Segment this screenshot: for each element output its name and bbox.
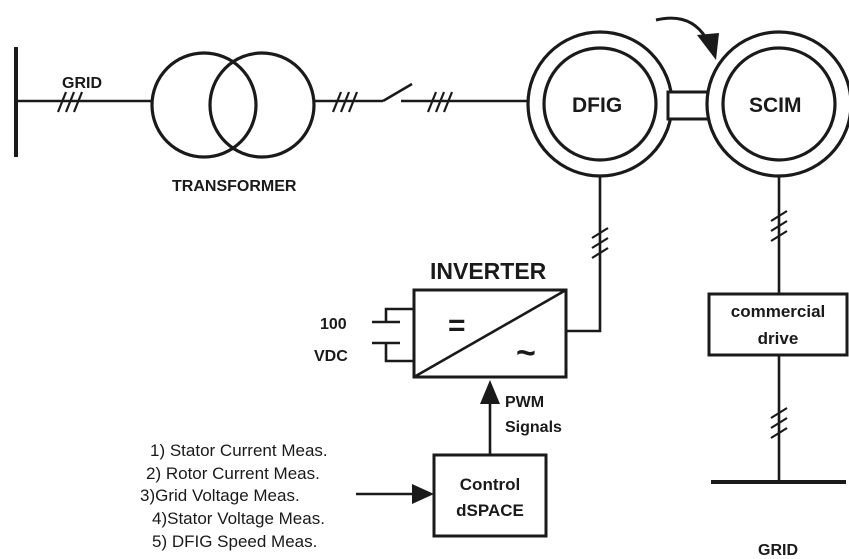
- grid-right-label: GRID: [758, 542, 798, 559]
- three-phase-hatch-scim: [770, 210, 788, 242]
- grid-left-label: GRID: [62, 75, 102, 92]
- rotor-to-inverter-line: [566, 176, 602, 333]
- measurement-item-3: 3)Grid Voltage Meas.: [140, 486, 300, 505]
- drive-label-line1: commercial: [731, 302, 826, 321]
- three-phase-hatch-stator: [426, 91, 454, 113]
- three-phase-hatch-rotor: [591, 227, 609, 259]
- control-dspace-box: [432, 453, 548, 538]
- breaker-switch: [382, 82, 413, 103]
- measurement-item-5: 5) DFIG Speed Meas.: [152, 532, 317, 551]
- inverter-dc-symbol: =: [448, 309, 466, 342]
- dfig-label: DFIG: [572, 94, 622, 117]
- control-label-line2: dSPACE: [456, 501, 524, 520]
- dfig-machine: [526, 30, 674, 178]
- transformer-label: TRANSFORMER: [172, 178, 297, 195]
- inverter-diagonal: [413, 288, 567, 379]
- measurement-item-1: 1) Stator Current Meas.: [150, 441, 328, 460]
- dc-link-capacitor: [372, 307, 414, 363]
- inverter-label: INVERTER: [430, 258, 547, 284]
- three-phase-hatch-grid: [56, 91, 84, 113]
- pwm-label-line2: Signals: [505, 419, 562, 436]
- pwm-label-line1: PWM: [505, 394, 544, 411]
- transformer-symbol: [150, 51, 316, 159]
- measurement-arrow-head: [412, 484, 434, 504]
- control-label-line1: Control: [460, 475, 520, 494]
- scim-label: SCIM: [749, 94, 802, 117]
- inverter-ac-symbol: ~: [516, 334, 536, 372]
- measurement-item-2: 2) Rotor Current Meas.: [146, 464, 320, 483]
- commercial-drive-box: [707, 292, 849, 357]
- shaft-coupling: [666, 90, 712, 121]
- measurement-item-4: 4)Stator Voltage Meas.: [152, 509, 325, 528]
- pwm-arrow-head: [480, 380, 500, 404]
- vdc-value-label: 100: [320, 316, 347, 333]
- three-phase-hatch-drive: [770, 407, 788, 439]
- rotation-arrow: [655, 16, 708, 39]
- rotation-arrow-head: [697, 33, 719, 60]
- three-phase-hatch-transformer: [331, 91, 359, 113]
- drive-label-line2: drive: [758, 329, 799, 348]
- vdc-unit-label: VDC: [314, 348, 348, 365]
